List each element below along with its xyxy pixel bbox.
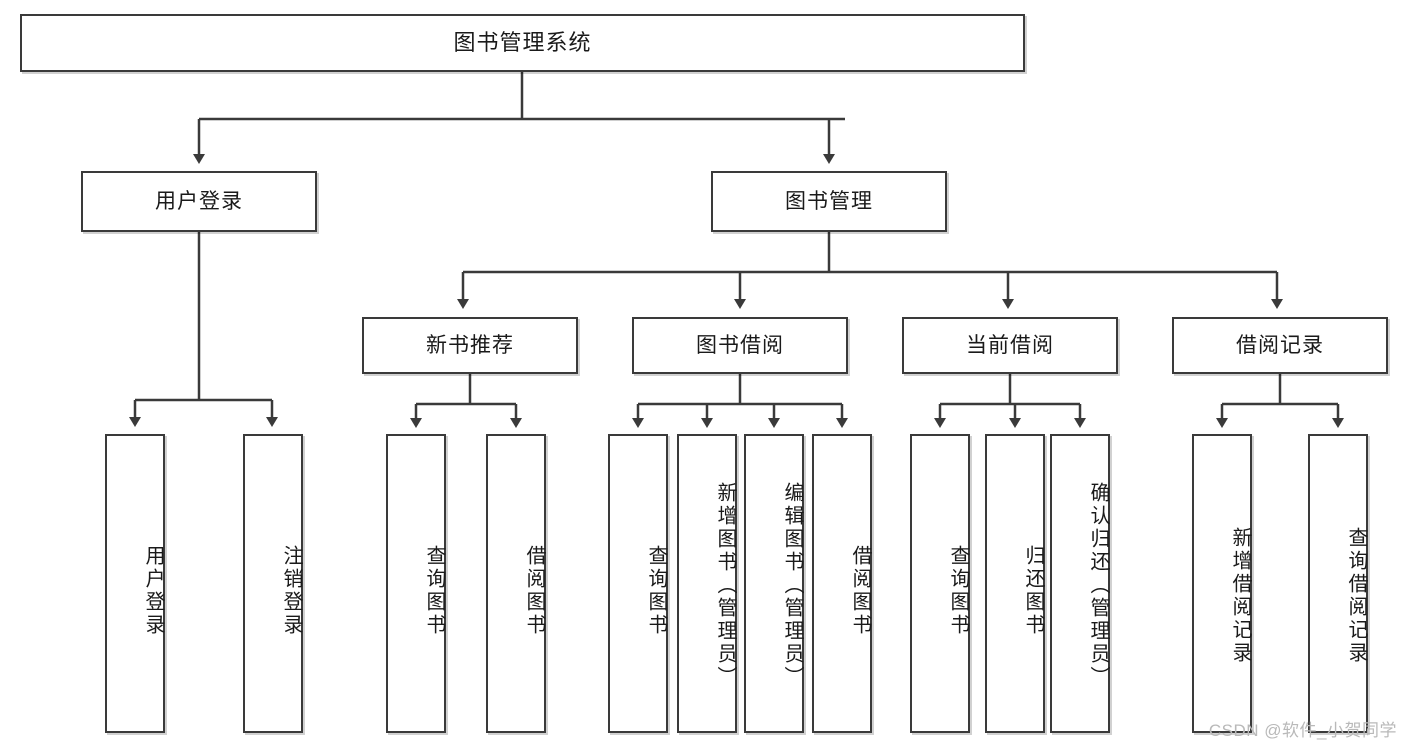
node-book-borrow-label: 图书借阅 (696, 333, 784, 357)
node-current-borrow[interactable]: 当前借阅 (902, 317, 1118, 374)
leaf-return-book[interactable]: 归还图书 (985, 434, 1045, 733)
leaf-user-login[interactable]: 用户登录 (105, 434, 165, 733)
leaf-user-login-label: 用户登录 (142, 544, 164, 637)
leaf-edit-book-label: 编辑图书（管理员） (781, 482, 803, 689)
leaf-add-book[interactable]: 新增图书（管理员） (677, 434, 737, 733)
leaf-confirm-return[interactable]: 确认归还（管理员） (1050, 434, 1110, 733)
leaf-return-book-label: 归还图书 (1022, 544, 1044, 637)
leaf-add-book-label: 新增图书（管理员） (714, 482, 736, 689)
node-borrow-record[interactable]: 借阅记录 (1172, 317, 1388, 374)
leaf-add-record-label: 新增借阅记录 (1229, 526, 1251, 665)
leaf-borrow-book[interactable]: 借阅图书 (812, 434, 872, 733)
leaf-query-book-borrow[interactable]: 查询图书 (608, 434, 668, 733)
leaf-query-book-current-label: 查询图书 (947, 544, 969, 637)
node-book-manage-label: 图书管理 (785, 189, 873, 213)
node-book-manage[interactable]: 图书管理 (711, 171, 947, 232)
node-root[interactable]: 图书管理系统 (20, 14, 1025, 72)
leaf-query-book-borrow-label: 查询图书 (645, 544, 667, 637)
leaf-borrow-book-label: 借阅图书 (849, 544, 871, 637)
leaf-borrow-book-rec[interactable]: 借阅图书 (486, 434, 546, 733)
leaf-edit-book[interactable]: 编辑图书（管理员） (744, 434, 804, 733)
leaf-logout-label: 注销登录 (280, 544, 302, 637)
node-current-borrow-label: 当前借阅 (966, 333, 1054, 357)
leaf-query-book-rec-label: 查询图书 (423, 544, 445, 637)
leaf-query-record[interactable]: 查询借阅记录 (1308, 434, 1368, 733)
leaf-confirm-return-label: 确认归还（管理员） (1087, 482, 1109, 689)
node-user-login-label: 用户登录 (155, 189, 243, 213)
leaf-borrow-book-rec-label: 借阅图书 (523, 544, 545, 637)
node-book-borrow[interactable]: 图书借阅 (632, 317, 848, 374)
leaf-add-record[interactable]: 新增借阅记录 (1192, 434, 1252, 733)
leaf-logout[interactable]: 注销登录 (243, 434, 303, 733)
leaf-query-book-current[interactable]: 查询图书 (910, 434, 970, 733)
node-root-label: 图书管理系统 (453, 29, 592, 55)
node-borrow-record-label: 借阅记录 (1236, 333, 1324, 357)
node-user-login[interactable]: 用户登录 (81, 171, 317, 232)
leaf-query-record-label: 查询借阅记录 (1345, 526, 1367, 665)
node-new-book-rec[interactable]: 新书推荐 (362, 317, 578, 374)
csdn-watermark: CSDN @软件_小贺同学 (1208, 721, 1397, 740)
node-new-book-rec-label: 新书推荐 (426, 333, 514, 357)
leaf-query-book-rec[interactable]: 查询图书 (386, 434, 446, 733)
